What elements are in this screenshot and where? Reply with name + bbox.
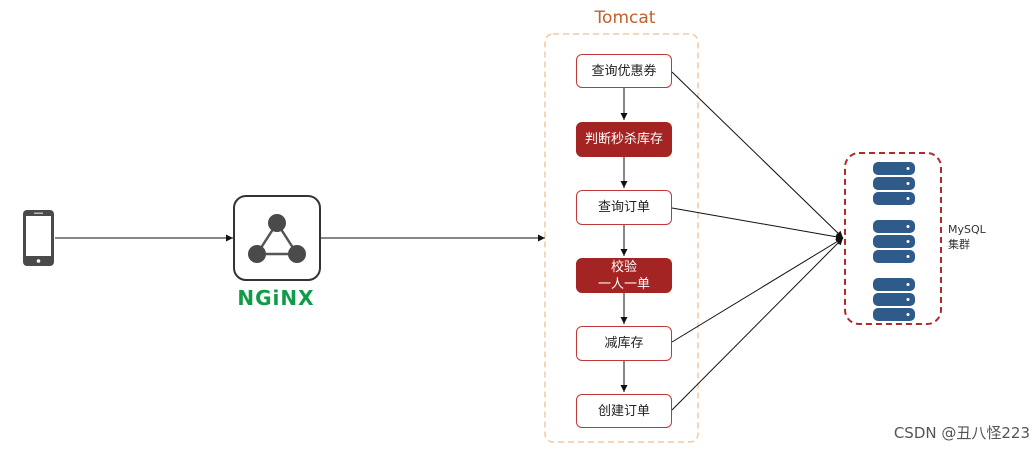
database-icon [873,278,915,321]
tomcat-title: Tomcat [594,8,656,28]
step-query-order: 查询订单 [576,190,672,225]
mysql-cluster-label: MySQL 集群 [948,223,986,251]
nginx-icon [233,195,321,281]
database-icon [873,162,915,205]
step-query-coupon: 查询优惠券 [576,54,672,88]
db-link-reduce-stock [671,237,844,343]
mobile-phone-icon [23,210,54,266]
step-verify-one-per-user: 校验 一人一单 [576,258,672,293]
db-link-query-order [671,207,844,241]
watermark: CSDN @丑八怪223 [893,424,1030,442]
database-icon [873,220,915,263]
mysql-cluster-container [844,152,942,325]
db-link-query-coupon [671,71,844,239]
nginx-logo-text: NGiNX [237,286,315,310]
step-check-seckill-stock: 判断秒杀库存 [576,122,672,157]
step-create-order: 创建订单 [576,394,672,428]
db-link-create-order [671,237,844,411]
tomcat-container [544,33,699,443]
step-reduce-stock: 减库存 [576,326,672,361]
